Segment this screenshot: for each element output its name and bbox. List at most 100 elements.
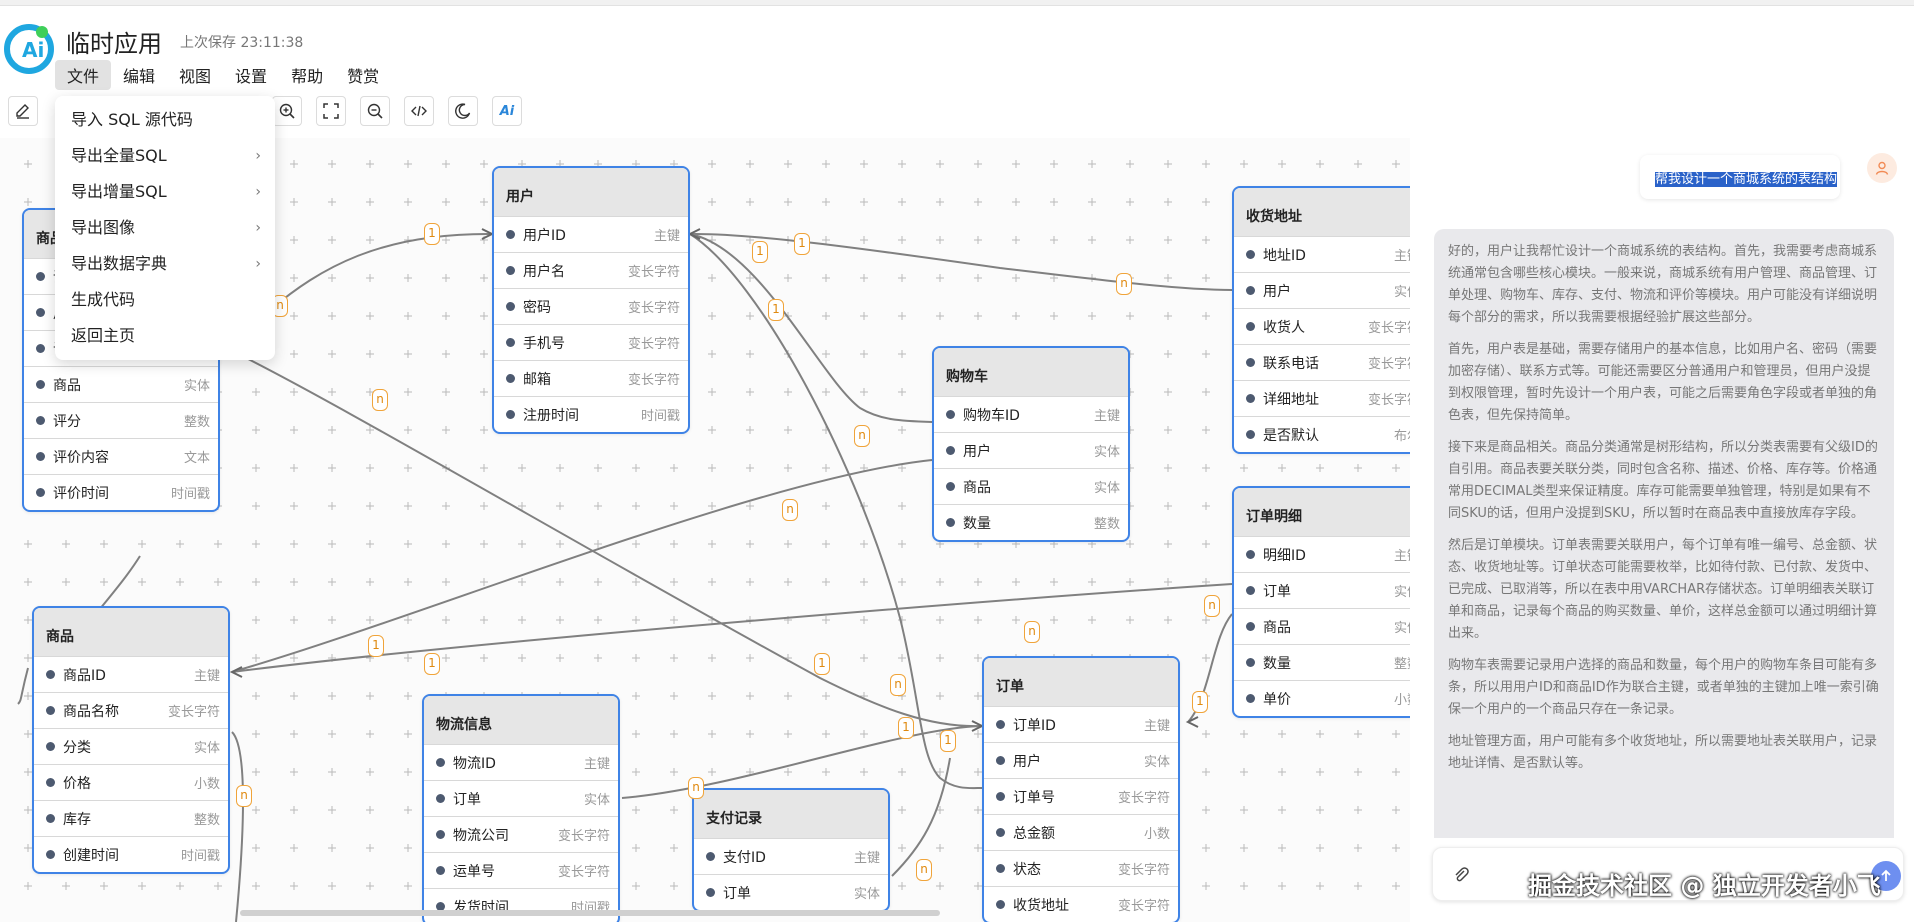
table-field-row[interactable]: 明细ID主键 <box>1234 536 1410 572</box>
field-anchor-dot[interactable] <box>436 794 445 803</box>
field-anchor-dot[interactable] <box>946 410 955 419</box>
field-anchor-dot[interactable] <box>706 852 715 861</box>
field-anchor-dot[interactable] <box>946 518 955 527</box>
table-field-row[interactable]: 用户名变长字符 <box>494 252 688 288</box>
field-anchor-dot[interactable] <box>36 452 45 461</box>
relation-line[interactable] <box>231 583 1233 673</box>
menu-donate[interactable]: 赞赏 <box>347 67 380 86</box>
table-field-row[interactable]: 联系电话变长字符 <box>1234 344 1410 380</box>
table-field-row[interactable]: 评价时间时间戳 <box>24 474 218 510</box>
file-menu-item[interactable]: 导出增量SQL› <box>55 174 275 210</box>
field-anchor-dot[interactable] <box>1246 394 1255 403</box>
file-menu-item[interactable]: 导出数据字典› <box>55 246 275 282</box>
attachment-icon[interactable] <box>1451 865 1471 885</box>
table-field-row[interactable]: 密码变长字符 <box>494 288 688 324</box>
table-field-row[interactable]: 是否默认布尔 <box>1234 416 1410 452</box>
menu-settings[interactable]: 设置 <box>235 67 268 86</box>
table-field-row[interactable]: 状态变长字符 <box>984 850 1178 886</box>
menu-file[interactable]: 文件 <box>55 60 112 90</box>
field-anchor-dot[interactable] <box>36 344 45 353</box>
table-field-row[interactable]: 商品名称变长字符 <box>34 692 228 728</box>
send-button[interactable] <box>1871 861 1901 891</box>
field-anchor-dot[interactable] <box>946 482 955 491</box>
edit-button[interactable] <box>8 96 38 126</box>
table-field-row[interactable]: 地址ID主键 <box>1234 236 1410 272</box>
field-anchor-dot[interactable] <box>1246 358 1255 367</box>
field-anchor-dot[interactable] <box>1246 586 1255 595</box>
table-field-row[interactable]: 订单实体 <box>694 874 888 910</box>
field-anchor-dot[interactable] <box>1246 658 1255 667</box>
field-anchor-dot[interactable] <box>1246 286 1255 295</box>
table-field-row[interactable]: 商品实体 <box>934 468 1128 504</box>
table-field-row[interactable]: 收货人变长字符 <box>1234 308 1410 344</box>
zoom-in-button[interactable] <box>272 96 302 126</box>
table-field-row[interactable]: 单价小数 <box>1234 680 1410 716</box>
relation-line[interactable] <box>231 459 933 673</box>
field-anchor-dot[interactable] <box>996 864 1005 873</box>
relation-line[interactable] <box>689 232 1233 291</box>
field-anchor-dot[interactable] <box>1246 694 1255 703</box>
table-field-row[interactable]: 总金额小数 <box>984 814 1178 850</box>
table-field-row[interactable]: 创建时间时间戳 <box>34 836 228 872</box>
field-anchor-dot[interactable] <box>506 338 515 347</box>
table-address[interactable]: 收货地址地址ID主键用户实体收货人变长字符联系电话变长字符详细地址变长字符是否默… <box>1232 186 1410 454</box>
table-field-row[interactable]: 评分整数 <box>24 402 218 438</box>
field-anchor-dot[interactable] <box>996 720 1005 729</box>
field-anchor-dot[interactable] <box>46 814 55 823</box>
file-menu-item[interactable]: 导出全量SQL› <box>55 138 275 174</box>
field-anchor-dot[interactable] <box>1246 430 1255 439</box>
field-anchor-dot[interactable] <box>946 446 955 455</box>
field-anchor-dot[interactable] <box>436 758 445 767</box>
table-field-row[interactable]: 数量整数 <box>934 504 1128 540</box>
field-anchor-dot[interactable] <box>46 670 55 679</box>
table-field-row[interactable]: 运单号变长字符 <box>424 852 618 888</box>
table-order-item[interactable]: 订单明细明细ID主键订单实体商品实体数量整数单价小数 <box>1232 486 1410 718</box>
table-field-row[interactable]: 分类实体 <box>34 728 228 764</box>
field-anchor-dot[interactable] <box>436 902 445 911</box>
relation-line[interactable] <box>269 232 493 311</box>
relation-line[interactable] <box>229 349 983 728</box>
table-field-row[interactable]: 收货地址变长字符 <box>984 886 1178 922</box>
field-anchor-dot[interactable] <box>996 792 1005 801</box>
relation-line[interactable] <box>1187 613 1233 723</box>
field-anchor-dot[interactable] <box>1246 322 1255 331</box>
field-anchor-dot[interactable] <box>436 830 445 839</box>
field-anchor-dot[interactable] <box>46 742 55 751</box>
table-field-row[interactable]: 订单实体 <box>424 780 618 816</box>
relation-line[interactable] <box>621 725 983 799</box>
relation-line[interactable] <box>17 667 29 705</box>
relation-line[interactable] <box>891 757 951 877</box>
field-anchor-dot[interactable] <box>506 410 515 419</box>
dark-mode-button[interactable] <box>448 96 478 126</box>
field-anchor-dot[interactable] <box>506 266 515 275</box>
field-anchor-dot[interactable] <box>46 850 55 859</box>
field-anchor-dot[interactable] <box>706 888 715 897</box>
field-anchor-dot[interactable] <box>996 828 1005 837</box>
field-anchor-dot[interactable] <box>36 380 45 389</box>
menu-edit[interactable]: 编辑 <box>123 67 156 86</box>
table-field-row[interactable]: 发货时间时间戳 <box>424 888 618 922</box>
chat-messages[interactable]: 帮我设计一个商城系统的表结构 好的，用户让我帮忙设计一个商城系统的表结构。首先，… <box>1430 138 1904 838</box>
table-field-row[interactable]: 用户实体 <box>934 432 1128 468</box>
relation-line[interactable] <box>689 233 983 790</box>
table-field-row[interactable]: 订单号变长字符 <box>984 778 1178 814</box>
file-menu-item[interactable]: 返回主页 <box>55 318 275 354</box>
field-anchor-dot[interactable] <box>36 308 45 317</box>
relation-line[interactable] <box>231 731 244 922</box>
table-field-row[interactable]: 邮箱变长字符 <box>494 360 688 396</box>
field-anchor-dot[interactable] <box>1246 550 1255 559</box>
field-anchor-dot[interactable] <box>36 272 45 281</box>
